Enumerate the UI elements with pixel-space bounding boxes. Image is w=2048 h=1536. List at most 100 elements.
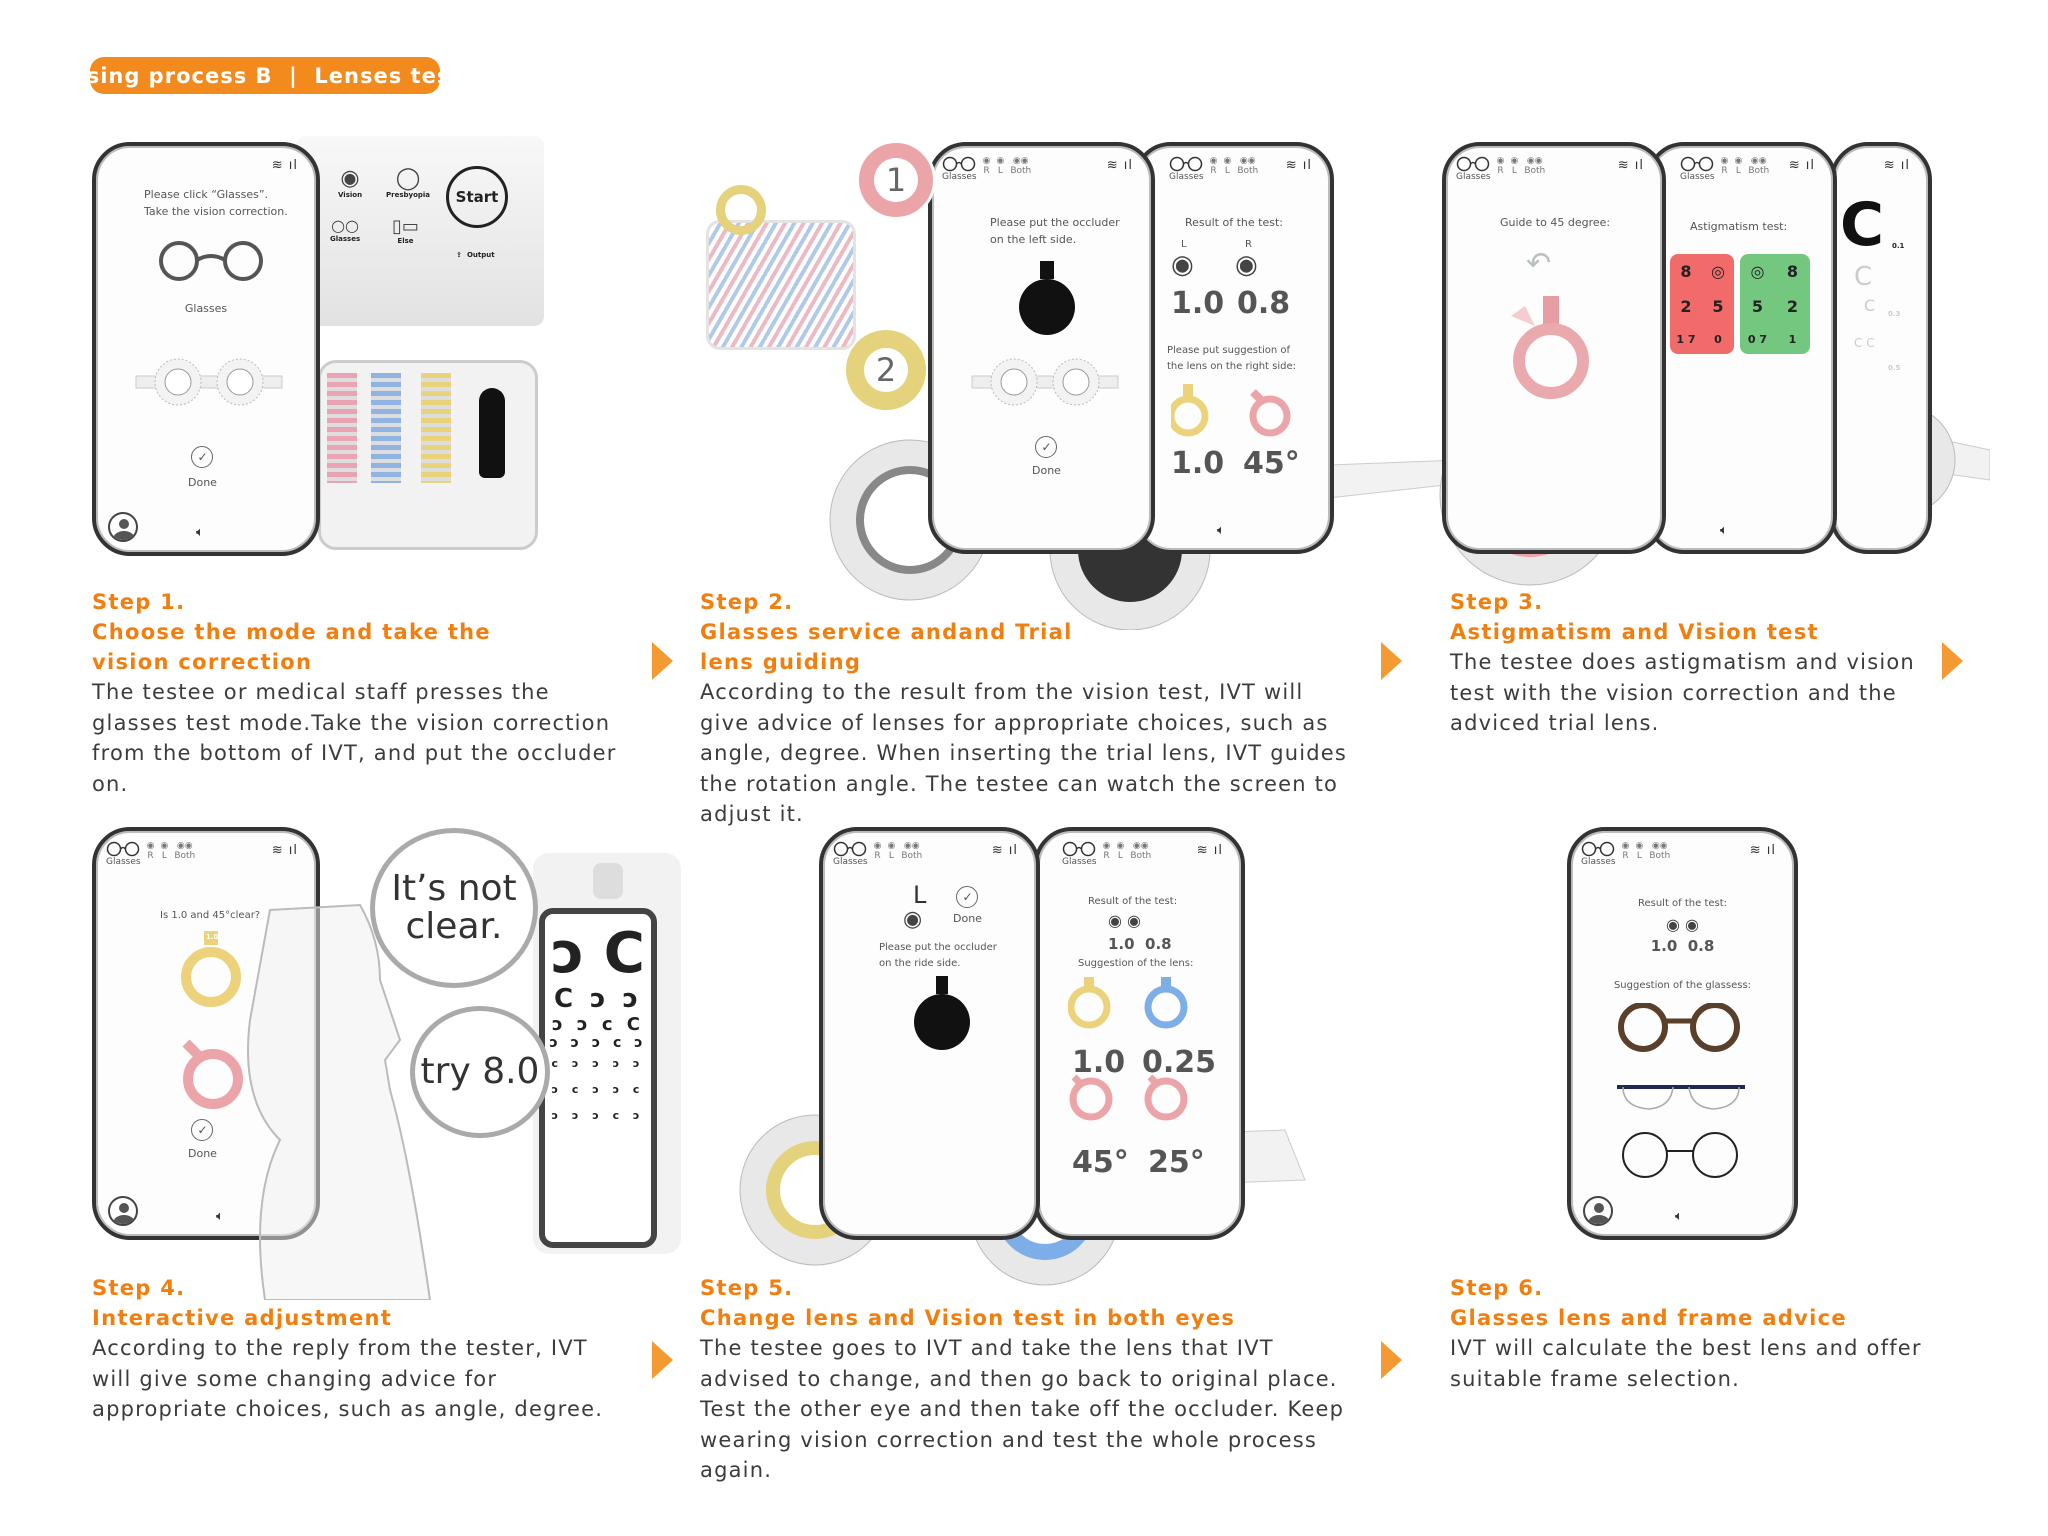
wifi-signal-icon: ≋ ıl <box>1749 843 1776 858</box>
lens-angle: 25° <box>1148 1145 1205 1180</box>
eye-icon: ◉ <box>1209 156 1218 166</box>
speaker-icon[interactable]: 🔈︎ <box>216 1209 224 1224</box>
avatar-icon[interactable] <box>1583 1196 1613 1226</box>
eye-icon: ◉ <box>996 156 1005 166</box>
wifi-signal-icon: ≋ ıl <box>1788 158 1815 173</box>
menu-vision[interactable]: ◉Vision <box>338 166 363 199</box>
eyes-icon: ◉◉ <box>176 841 193 851</box>
rotate-arrow-icon: ↶ <box>1526 246 1552 281</box>
eye-icon: ◉ <box>1223 156 1232 166</box>
step-1-text: Step 1.Choose the mode and take the visi… <box>92 590 617 796</box>
landolt-c-icon: C <box>1864 296 1876 315</box>
eye-icon: ◉ ◉ <box>1108 911 1142 930</box>
pink-lenses <box>327 373 357 483</box>
nav-both: Both <box>1130 851 1152 861</box>
lens-icons <box>1068 977 1188 1121</box>
eye-icon: ◉ <box>1635 841 1644 851</box>
nav-both: Both <box>1748 166 1770 176</box>
frame-option-round-wire <box>1622 1132 1738 1178</box>
eye-icon: ◉ <box>1496 156 1505 166</box>
eye-icon: ◉ <box>1235 250 1258 280</box>
next-arrow-icon <box>652 1341 673 1379</box>
phone-step3-guide: Glasses ◉R ◉L ◉◉Both ≋ ıl Guide to 45 de… <box>1442 142 1666 554</box>
done-button[interactable]: ✓Done <box>188 446 217 489</box>
phone-step2-occluder: Glasses ◉R ◉L ◉◉Both ≋ ıl Please put the… <box>928 142 1155 554</box>
eye-icon: ◉ ◉ <box>1665 915 1699 934</box>
nav-both: Both <box>174 851 196 861</box>
occluder-icon <box>1019 261 1075 335</box>
done-button[interactable]: ✓Done <box>953 886 982 925</box>
done-button[interactable]: ✓Done <box>188 1119 217 1160</box>
done-button[interactable]: ✓Done <box>1032 436 1061 477</box>
person-silhouette <box>247 903 432 1300</box>
nav-glasses: Glasses <box>833 857 868 867</box>
avatar-icon[interactable] <box>108 512 138 542</box>
check-icon: ✓ <box>956 886 979 908</box>
nav-both: Both <box>1010 166 1032 176</box>
menu-glasses[interactable]: ○○Glasses <box>330 216 361 243</box>
ivt-device-screen: ◉Vision ◯Presbyopia Start ○○Glasses ▯▭El… <box>296 136 544 326</box>
eye-icon: ◉ <box>160 841 169 851</box>
glasses-icon[interactable] <box>156 238 266 284</box>
speaker-icon[interactable]: 🔈︎ <box>1675 1209 1683 1224</box>
share-icon: ⇪ <box>456 251 462 259</box>
menu-else[interactable]: ▯▭Else <box>392 216 419 245</box>
output-button[interactable]: ⇪ Output <box>456 251 495 259</box>
wifi-signal-icon: ≋ ıl <box>991 843 1018 858</box>
eye-icon: ◉ <box>1621 841 1630 851</box>
step-2-text: Step 2.Glasses service andand Trial lens… <box>700 590 1348 826</box>
menu-presbyopia[interactable]: ◯Presbyopia <box>386 166 431 199</box>
nav-l: L <box>1224 166 1230 176</box>
instruction-text: Please click “Glasses”. <box>144 188 269 201</box>
yellow-lens-icon <box>716 185 766 235</box>
nav-r: R <box>1210 166 1217 176</box>
nav-r: R <box>1622 851 1629 861</box>
right-eye-value: 0.8 <box>1237 286 1291 321</box>
eye-icon: ◉ <box>340 166 360 191</box>
nav-r: R <box>147 851 154 861</box>
eye-icon: ◉ <box>903 907 923 932</box>
start-button[interactable]: Start <box>446 166 508 228</box>
left-eye-value: 1.0 <box>1171 286 1225 321</box>
speaker-icon[interactable]: 🔈︎ <box>1720 523 1728 538</box>
nav-l: L <box>1735 166 1741 176</box>
eye-icon: ◉ <box>146 841 155 851</box>
speaker-icon[interactable]: 🔈︎ <box>196 525 204 540</box>
eye-icon: ◉ <box>1102 841 1111 851</box>
nav-glasses: Glasses <box>1062 857 1097 867</box>
nav-r: R <box>983 166 990 176</box>
occluder-icon <box>914 976 970 1050</box>
nav-both: Both <box>901 851 923 861</box>
frame-option-browline <box>1617 1085 1745 1110</box>
nav-both: Both <box>1649 851 1671 861</box>
avatar-icon[interactable] <box>108 1196 138 1226</box>
progress-nav: Glasses ◉R ◉L ◉◉Both <box>833 841 922 867</box>
lens-tray <box>318 360 538 550</box>
blue-lenses <box>371 373 401 483</box>
next-arrow-icon <box>652 642 673 680</box>
nav-r: R <box>1721 166 1728 176</box>
process-badge: Using process B | Lenses test <box>69 57 460 94</box>
phone-step3-astigmatism: Glasses ◉R ◉L ◉◉Both ≋ ıl Astigmatism te… <box>1646 142 1837 554</box>
nav-both: Both <box>1237 166 1259 176</box>
glasses-icon <box>943 156 976 172</box>
trial-frame-image <box>971 358 1119 406</box>
glasses-icon <box>1681 156 1714 172</box>
nav-l: L <box>997 166 1003 176</box>
magnifier-icon: ◯ <box>395 166 421 191</box>
glasses-icon <box>1170 156 1203 172</box>
question-text: Is 1.0 and 45°clear? <box>160 910 261 921</box>
speech-bubble-not-clear: It’s not clear. <box>370 828 538 988</box>
grid-icon: ▯▭ <box>392 216 419 237</box>
lens-angle: 45° <box>1072 1145 1129 1180</box>
wifi-signal-icon: ≋ ıl <box>1617 158 1644 173</box>
speaker-icon[interactable]: 🔈︎ <box>1217 523 1225 538</box>
wifi-signal-icon: ≋ ıl <box>1285 158 1312 173</box>
phone-step1: ≋ ıl Please click “Glasses”. Take the vi… <box>92 142 320 556</box>
nav-l: L <box>161 851 167 861</box>
